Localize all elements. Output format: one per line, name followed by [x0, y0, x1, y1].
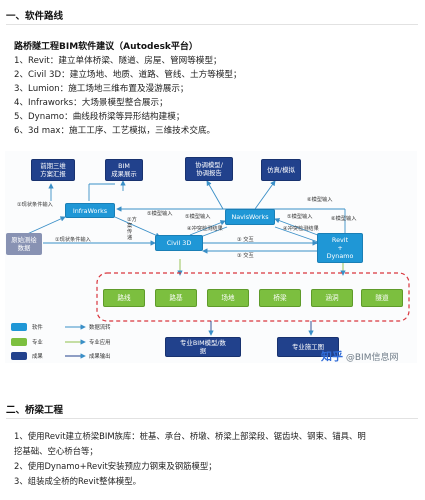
bridge-paragraph-line: 2、使用Dynamo+Revit安装预应力钢束及钢筋模型；	[14, 461, 217, 471]
legend-apply-label: 专业应用	[89, 340, 111, 346]
bridge-paragraph-line: 挖基础、空心桥台等；	[14, 446, 98, 456]
legend-discipline-label: 专业	[32, 340, 43, 346]
bim-show-box: BIM 成果展示	[105, 159, 143, 181]
software-list-item: 5、Dynamo：曲线段桥梁等异形结构建模；	[14, 112, 185, 122]
legend-dataflow-label: 数据流转	[89, 325, 111, 331]
raw-survey-data-box: 原始测绘 数据	[6, 233, 42, 255]
watermark-author: @BIM信息网	[345, 353, 399, 363]
arrow-raw-to-infraworks	[24, 216, 66, 236]
edge-label-model-input-4: ⑥模型输入	[307, 197, 333, 203]
section-divider	[6, 24, 418, 25]
edge-label-model-input-3: ⑤模型输入	[287, 214, 313, 220]
edge-label-interaction: ③ 交互	[237, 237, 254, 243]
specialty-tunnel-box: 隧道	[361, 289, 403, 307]
edge-label-status-input-2: ①现状条件输入	[55, 237, 91, 243]
bridge-paragraph-line: 3、组装成全桥的Revit整体模型。	[14, 476, 141, 486]
edge-label-model-input: ⑤模型输入	[147, 211, 173, 217]
software-suggestion-subtitle: 路桥隧工程BIM软件建议（Autodesk平台）	[14, 42, 198, 52]
zhihu-logo-text: 知乎	[321, 350, 343, 363]
edge-label-conflict-result-2: ④冲突检测结果	[283, 226, 319, 232]
specialty-culvert-box: 涵洞	[311, 289, 353, 307]
software-list-item: 2、Civil 3D：建立场地、地质、道路、管线、土方等模型；	[14, 70, 242, 80]
software-list-item: 4、Infraworks：大场景模型整合展示；	[14, 98, 168, 108]
section-title-software-route: 一、软件路线	[6, 11, 64, 22]
simulation-box: 仿真/模拟	[261, 159, 301, 181]
legend-discipline-swatch	[11, 338, 27, 346]
edge-label-model-input-2: ⑤模型输入	[185, 214, 211, 220]
legend-deliverable-label: 成果	[32, 354, 43, 360]
revit-dynamo-box: Revit + Dynamo	[317, 233, 363, 263]
edge-label-model-input-5: ⑥模型输入	[331, 216, 357, 222]
civil3d-box: Civil 3D	[155, 235, 203, 251]
section-title-bridge-engineering: 二、桥梁工程	[6, 405, 64, 416]
specialty-site-box: 场地	[207, 289, 249, 307]
legend-output-label: 成果输出	[89, 354, 111, 360]
coordination-model-box: 协调模型/ 协调报告	[185, 157, 233, 181]
arrow-navis-to-coord	[206, 180, 224, 210]
navisworks-box: NavisWorks	[225, 209, 275, 225]
software-list-item: 3、Lumion：施工场地三维布置及漫游展示；	[14, 84, 189, 94]
edge-label-conflict-result: ④冲突检测结果	[187, 226, 223, 232]
arrow-infraworks-to-civil3d	[114, 216, 161, 238]
watermark: 知乎 @BIM信息网	[321, 348, 398, 364]
bim-model-data-box: 专业BIM模型/数 据	[165, 337, 241, 357]
specialty-route-box: 路线	[103, 289, 145, 307]
legend-deliverable-swatch	[11, 352, 27, 360]
section-divider	[6, 418, 418, 419]
arrow-revit-to-navis	[274, 218, 324, 238]
arrow-civil3d-to-navis	[189, 220, 226, 236]
bridge-paragraph-line: 1、使用Revit建立桥梁BIM族库：桩基、承台、桥墩、桥梁上部梁段、锯齿块、钢…	[14, 431, 366, 441]
specialty-bridge-box: 桥梁	[259, 289, 301, 307]
bim-workflow-diagram: 前期三维 方案汇报 BIM 成果展示 协调模型/ 协调报告 仿真/模拟 Infr…	[5, 151, 417, 363]
legend-software-swatch	[11, 323, 27, 331]
software-list-item: 6、3d max：施工工序、工艺模拟，三维技术交底。	[14, 126, 216, 136]
infraworks-box: InfraWorks	[65, 203, 115, 218]
edge-label-scheme-transfer: ②方案传递	[127, 217, 137, 241]
specialty-subgrade-box: 路基	[155, 289, 197, 307]
construction-drawings-box: 专业施工图	[277, 337, 339, 357]
specialty-dashed-container	[96, 272, 410, 322]
edge-label-status-input: ①现状条件输入	[17, 202, 53, 208]
software-list-item: 1、Revit：建立单体桥梁、隧道、房屋、管网等模型；	[14, 56, 222, 66]
early-design-report-box: 前期三维 方案汇报	[31, 159, 75, 181]
legend-software-label: 软件	[32, 325, 43, 331]
arrow-navis-to-sim	[254, 180, 276, 210]
edge-label-interaction-2: ③ 交互	[237, 253, 254, 259]
